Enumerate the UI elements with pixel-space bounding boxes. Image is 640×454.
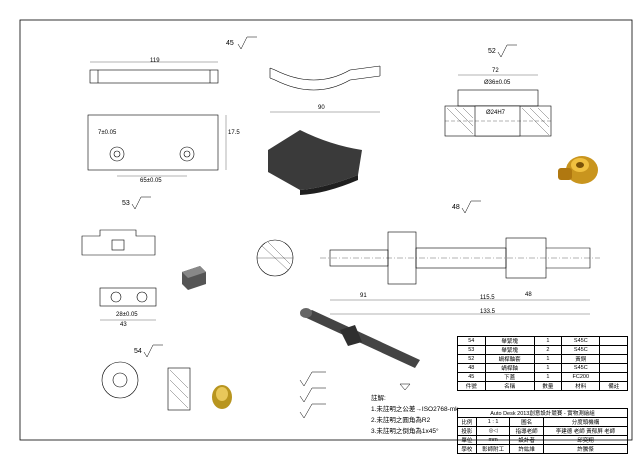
drawing-label: 圖名 <box>509 417 544 427</box>
view-54-clamp-ring <box>101 361 191 411</box>
bom-cell: S45C <box>561 363 601 373</box>
projection-label: 投影 <box>457 426 477 436</box>
projection-symbol-icon: ◎◁ <box>475 426 511 436</box>
note-2: 2.未註明之圓角為R2 <box>371 417 431 424</box>
bom-cell: 2 <box>533 345 563 355</box>
dim-17-5: 17.5 <box>228 130 240 136</box>
bom-cell: 52 <box>457 354 486 364</box>
view-53-clamp-block <box>81 229 157 321</box>
isometric-worm-shaft <box>300 308 420 368</box>
dim-133-5: 133.5 <box>480 309 496 315</box>
dim-48: 48 <box>525 292 532 298</box>
scale-value: 1 : 1 <box>475 417 511 427</box>
designer-label: 設計者 <box>509 435 544 445</box>
view-45-curved-part <box>269 65 381 113</box>
view-45-bottom-cover <box>87 61 227 177</box>
company-name: Auto Desk 2013創意設計競賽 - 實物測繪組 <box>457 408 628 418</box>
dim-115-5: 115.5 <box>480 295 495 301</box>
dim-43: 43 <box>120 322 127 328</box>
bom-header-cell: 備註 <box>599 381 628 391</box>
bom-cell: 45 <box>457 372 486 382</box>
notes-title: 註解: <box>371 395 386 402</box>
roughness-label-54: 54 <box>134 348 142 355</box>
checker-value: 許騰傑 <box>542 444 629 454</box>
bom-cell: 1 <box>533 354 563 364</box>
school-value: 彰師附工 <box>475 444 511 454</box>
bom-cell: 黃銅 <box>561 354 601 364</box>
dim-72: 72 <box>492 68 499 74</box>
note-3: 3.未註明之倒角為1x45° <box>371 428 439 435</box>
bom-cell: S45C <box>561 345 601 355</box>
isometric-brass-bushing <box>558 156 598 184</box>
unit-value: mm <box>475 435 511 445</box>
dim-24h7: Ø24H7 <box>486 110 506 116</box>
view-52-bushing-section <box>444 74 552 137</box>
school-label: 學校 <box>457 444 477 454</box>
teacher-value: 李建德 老師 黃郁屏 老師 <box>542 426 629 436</box>
roughness-label-52: 52 <box>488 48 496 55</box>
bom-cell <box>599 345 628 355</box>
dim-119: 119 <box>150 58 160 64</box>
isometric-brass-ring <box>212 385 232 409</box>
bom-cell: 蝸桿軸套 <box>484 354 535 364</box>
bom-cell: 1 <box>533 372 563 382</box>
roughness-marks <box>131 36 517 358</box>
dim-90: 90 <box>318 105 325 111</box>
bom-cell: S45C <box>561 336 601 346</box>
dim-65: 65±0.05 <box>140 178 162 184</box>
bom-cell <box>599 336 628 346</box>
view-48-worm-shaft <box>256 231 600 315</box>
bom-cell: 舉緊塊 <box>484 336 535 346</box>
general-notes: 註解: 1.未註明之公差→ISO2768-mk 2.未註明之圓角為R2 3.未註… <box>371 393 458 437</box>
roughness-legend <box>299 371 411 419</box>
unit-label: 單位 <box>457 435 477 445</box>
bom-header: 件號名稱數量材料備註 <box>457 381 628 391</box>
teacher-label: 指導老師 <box>509 426 544 436</box>
note-1: 1.未註明之公差→ISO2768-mk <box>371 406 459 413</box>
bom-cell: 54 <box>457 336 486 346</box>
designer-value: 邱奕翔 <box>542 435 629 445</box>
bom-cell: 1 <box>533 336 563 346</box>
drawing-value: 分度頭機構 <box>542 417 629 427</box>
dim-36: Ø36±0.05 <box>484 80 511 86</box>
isometric-cover-plate <box>268 130 362 195</box>
bom-header-cell: 數量 <box>533 381 563 391</box>
bom-header-cell: 材料 <box>561 381 601 391</box>
roughness-label-48: 48 <box>452 204 460 211</box>
bom-cell: 1 <box>533 363 563 373</box>
bom-cell: 53 <box>457 345 486 355</box>
roughness-label-45: 45 <box>226 40 234 47</box>
scale-label: 比例 <box>457 417 477 427</box>
drafter-value: 許紘維 <box>509 444 544 454</box>
bom-cell: FC200 <box>561 372 601 382</box>
title-block: Auto Desk 2013創意設計競賽 - 實物測繪組 比例 1 : 1 圖名… <box>457 408 629 454</box>
dim-7: 7±0.05 <box>98 130 117 136</box>
dim-28: 28±0.05 <box>116 312 138 318</box>
bom-cell: 舉緊塊 <box>484 345 535 355</box>
bom-cell <box>599 354 628 364</box>
bom-cell <box>599 372 628 382</box>
bom-cell: 48 <box>457 363 486 373</box>
dim-91: 91 <box>360 293 367 299</box>
bom-header-cell: 件號 <box>457 381 486 391</box>
bom-cell: 下蓋 <box>484 372 535 382</box>
roughness-label-53: 53 <box>122 200 130 207</box>
isometric-clamp-block <box>182 266 206 290</box>
bom-header-cell: 名稱 <box>484 381 535 391</box>
bom-cell <box>599 363 628 373</box>
bom-cell: 蝸桿軸 <box>484 363 535 373</box>
